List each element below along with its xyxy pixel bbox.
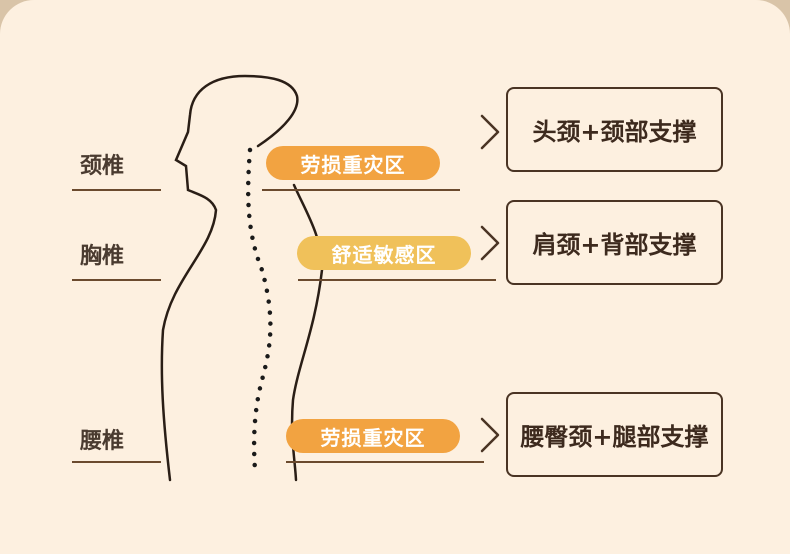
chevron-right-icon: [480, 114, 500, 150]
dotted-spine-line: [245, 147, 273, 473]
spine-label-underline: [72, 189, 161, 191]
zone-pill-comfort-back: 舒适敏感区: [297, 236, 471, 270]
zone-reference-line: [286, 461, 484, 463]
zone-reference-line: [262, 189, 460, 191]
spine-label-thoracic: 胸椎: [80, 244, 125, 269]
spine-label-underline: [72, 461, 161, 463]
support-box-shoulder-back: 肩颈+背部支撑: [506, 200, 723, 285]
zone-reference-line: [298, 279, 496, 281]
zone-pill-strain-neck: 劳损重灾区: [266, 146, 440, 180]
chevron-right-icon: [480, 225, 500, 261]
chevron-right-icon: [480, 417, 500, 453]
support-box-head-neck: 头颈+颈部支撑: [506, 87, 723, 172]
spine-label-underline: [72, 279, 161, 281]
body-front-outline: [160, 74, 299, 482]
spine-label-lumbar: 腰椎: [80, 429, 125, 454]
support-box-waist-leg: 腰臀颈+腿部支撑: [506, 392, 723, 477]
zone-pill-strain-waist: 劳损重灾区: [286, 419, 460, 453]
spine-label-cervical: 颈椎: [80, 154, 125, 179]
